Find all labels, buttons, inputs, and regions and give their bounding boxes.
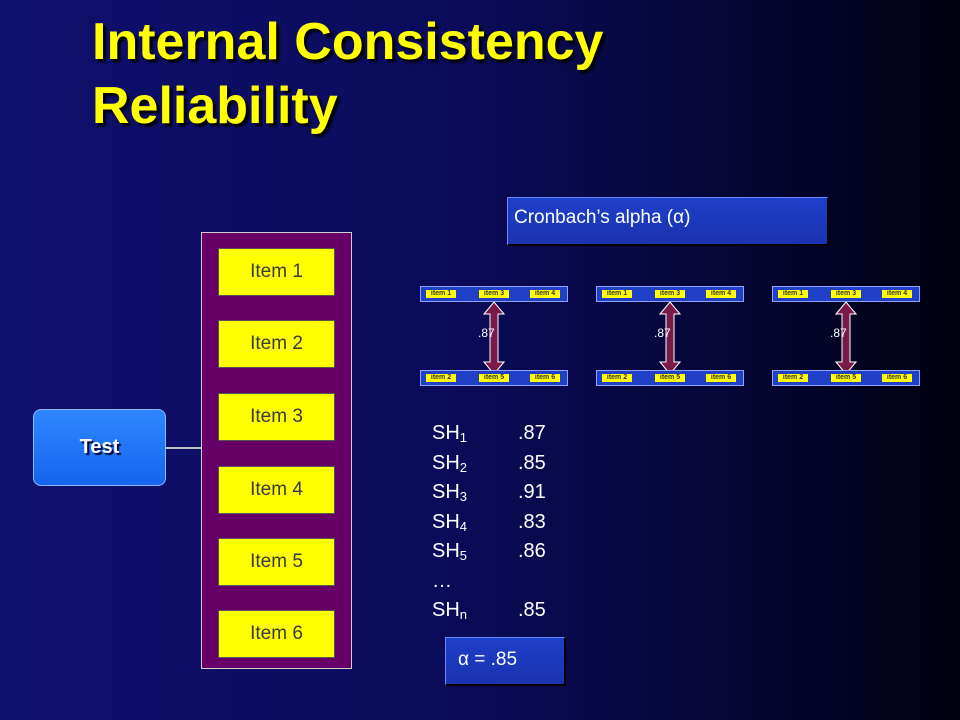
mini-item: item 5 (655, 374, 685, 382)
sh-value: .86 (518, 540, 546, 562)
mini-item: item 1 (778, 290, 808, 298)
sh-label: SH2 (432, 451, 468, 475)
sh-label: … (432, 569, 452, 592)
sh-row-3: SH3 .91 (432, 478, 572, 508)
split-bottom-bar: item 2 item 5 item 6 (420, 370, 568, 386)
sh-row-1: SH1 .87 (432, 419, 572, 449)
double-arrow-icon (659, 302, 681, 374)
slide-title: Internal Consistency Reliability (92, 10, 852, 138)
split-diagram-2: item 1 item 3 item 4 .87 item 2 item 5 i… (596, 286, 744, 391)
sh-value: .85 (518, 599, 546, 621)
sh-row-5: SH5 .86 (432, 537, 572, 567)
sh-value: .83 (518, 510, 546, 533)
mini-item: item 3 (655, 290, 685, 298)
sh-row-2: SH2 .85 (432, 449, 572, 479)
mini-item: item 3 (831, 290, 861, 298)
split-correlation: .87 (830, 326, 847, 340)
cronbach-alpha-box: Cronbach’s alpha (α) (507, 197, 829, 246)
mini-item: item 2 (426, 374, 456, 382)
sh-value: .91 (518, 481, 546, 503)
item-box-6: Item 6 (218, 610, 335, 658)
sh-row-ellipsis: … (432, 567, 572, 597)
sh-row-4: SH4 .83 (432, 508, 572, 538)
mini-item: item 4 (706, 290, 736, 298)
mini-item: item 5 (479, 374, 509, 382)
double-arrow-icon (483, 302, 505, 374)
mini-item: item 2 (778, 374, 808, 382)
test-connector-line (166, 447, 201, 449)
mini-item: item 5 (831, 374, 861, 382)
sh-value: .87 (518, 422, 546, 444)
mini-item: item 6 (882, 374, 912, 382)
split-bottom-bar: item 2 item 5 item 6 (772, 370, 920, 386)
sh-value: .85 (518, 451, 546, 474)
item-box-5: Item 5 (218, 538, 335, 586)
split-half-table: SH1 .87 SH2 .85 SH3 .91 SH4 .83 SH5 .86 … (432, 419, 572, 626)
split-diagram-1: item 1 item 3 item 4 .87 item 2 item 5 i… (420, 286, 568, 391)
mini-item: item 6 (706, 374, 736, 382)
split-bottom-bar: item 2 item 5 item 6 (596, 370, 744, 386)
split-top-bar: item 1 item 3 item 4 (772, 286, 920, 302)
split-top-bar: item 1 item 3 item 4 (596, 286, 744, 302)
sh-label: SHn (432, 599, 468, 622)
item-box-1: Item 1 (218, 248, 335, 296)
item-box-2: Item 2 (218, 320, 335, 368)
mini-item: item 4 (882, 290, 912, 298)
sh-label: SH1 (432, 422, 468, 445)
sh-label: SH3 (432, 481, 468, 504)
mini-item: item 2 (602, 374, 632, 382)
items-panel: Item 1 Item 2 Item 3 Item 4 Item 5 Item … (201, 232, 352, 669)
title-line-2: Reliability (92, 77, 338, 135)
mini-item: item 1 (602, 290, 632, 298)
mini-item: item 4 (530, 290, 560, 298)
test-box: Test (33, 409, 166, 486)
split-diagram-3: item 1 item 3 item 4 .87 item 2 item 5 i… (772, 286, 920, 391)
title-line-1: Internal Consistency (92, 13, 604, 71)
mini-item: item 6 (530, 374, 560, 382)
split-correlation: .87 (478, 326, 495, 340)
split-correlation: .87 (654, 326, 671, 340)
mini-item: item 1 (426, 290, 456, 298)
item-box-4: Item 4 (218, 466, 335, 514)
sh-label: SH5 (432, 540, 468, 563)
item-box-3: Item 3 (218, 393, 335, 441)
alpha-result-box: α = .85 (445, 637, 566, 686)
split-top-bar: item 1 item 3 item 4 (420, 286, 568, 302)
double-arrow-icon (835, 302, 857, 374)
mini-item: item 3 (479, 290, 509, 298)
sh-label: SH4 (432, 510, 468, 534)
sh-row-n: SHn .85 (432, 596, 572, 626)
